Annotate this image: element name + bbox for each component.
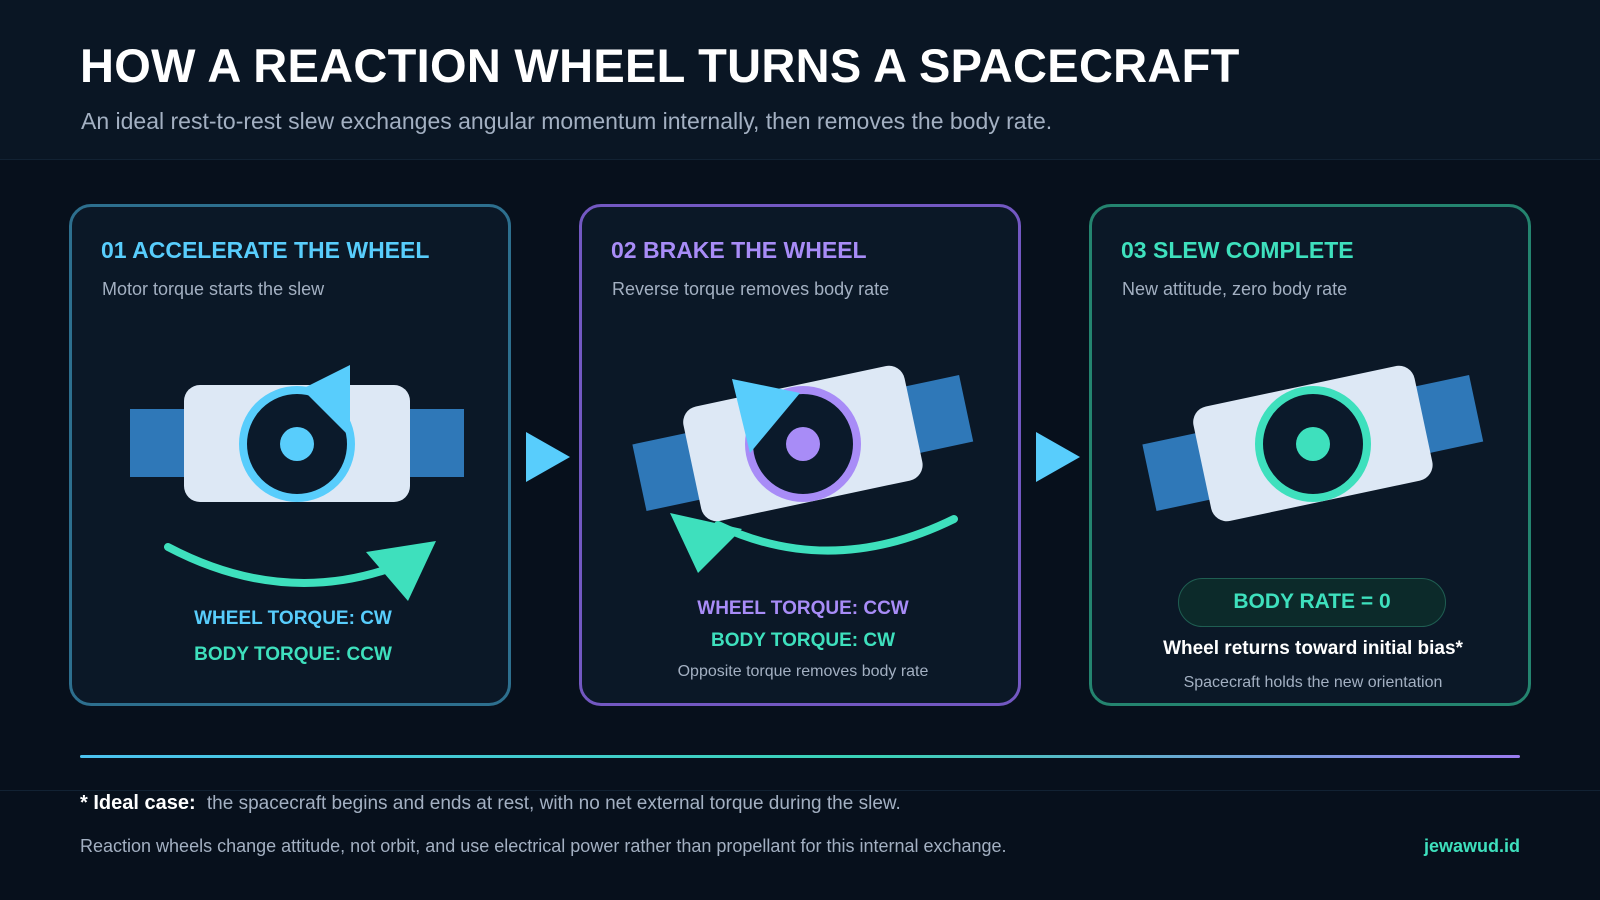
footer-separator: [0, 790, 1600, 791]
step-subtitle: Reverse torque removes body rate: [612, 279, 890, 299]
page-subtitle: An ideal rest-to-rest slew exchanges ang…: [81, 108, 1053, 134]
step-subtitle: New attitude, zero body rate: [1122, 279, 1348, 299]
footnote-label: * Ideal case:: [80, 792, 196, 814]
step-panel-brake: 02 BRAKE THE WHEEL Reverse torque remove…: [579, 204, 1021, 706]
step-title: 01 ACCELERATE THE WHEEL: [101, 237, 430, 263]
step-panel-accelerate: 01 ACCELERATE THE WHEEL Motor torque sta…: [69, 204, 511, 706]
spacecraft-complete-diagram: [1142, 365, 1484, 522]
step-bold-note: Wheel returns toward initial bias*: [1163, 638, 1463, 659]
wheel-torque-label: WHEEL TORQUE: CW: [194, 608, 392, 629]
rotation-arrow-icon: [164, 541, 436, 601]
spacecraft-brake-diagram: [632, 365, 974, 573]
step-note: Opposite torque removes body rate: [677, 663, 929, 680]
page-title: HOW A REACTION WHEEL TURNS A SPACECRAFT: [80, 39, 1240, 92]
wheel-torque-label: WHEEL TORQUE: CCW: [697, 598, 909, 619]
step-subtitle: Motor torque starts the slew: [102, 279, 325, 299]
body-torque-label: BODY TORQUE: CW: [710, 630, 896, 651]
step-title: 03 SLEW COMPLETE: [1121, 237, 1354, 263]
spacecraft-icon: [130, 365, 464, 502]
footnote-note: Reaction wheels change attitude, not orb…: [80, 836, 1007, 856]
flow-arrow-icon: [526, 432, 570, 482]
gradient-divider: [80, 755, 1520, 758]
spacecraft-accelerate-diagram: [130, 365, 464, 601]
footnote-text: the spacecraft begins and ends at rest, …: [206, 793, 901, 814]
step-note: Spacecraft holds the new orientation: [1183, 674, 1443, 691]
brand-link[interactable]: jewawud.id: [1423, 836, 1520, 856]
body-torque-label: BODY TORQUE: CCW: [194, 644, 392, 665]
footnote-ideal-case: * Ideal case: the spacecraft begins and …: [80, 792, 901, 815]
step-panel-complete: 03 SLEW COMPLETE New attitude, zero body…: [1089, 204, 1531, 706]
wheel-rotation-arrow-icon: [732, 379, 800, 453]
body-rate-badge: BODY RATE = 0: [1178, 578, 1446, 627]
flow-arrow-icon: [1036, 432, 1080, 482]
header: HOW A REACTION WHEEL TURNS A SPACECRAFT …: [0, 0, 1600, 160]
wheel-rotation-arrow-icon: [302, 365, 350, 437]
step-title: 02 BRAKE THE WHEEL: [611, 237, 867, 263]
rotation-arrow-icon: [670, 513, 958, 573]
